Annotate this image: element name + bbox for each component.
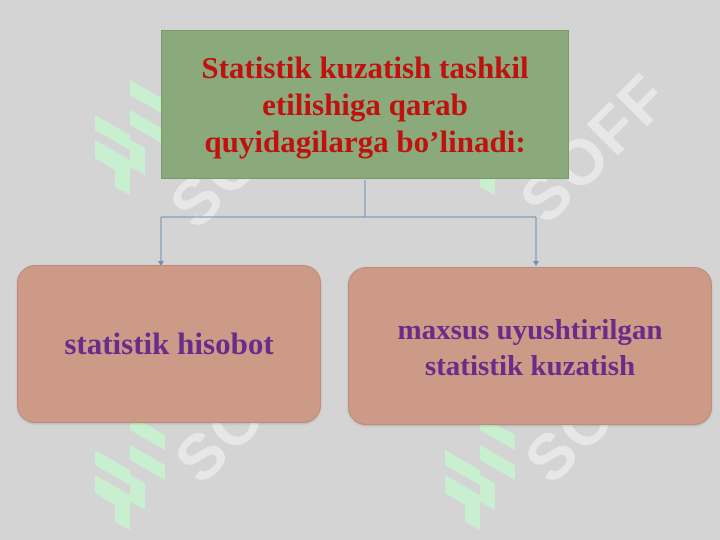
arrowhead-right <box>533 261 539 266</box>
child-node-maxsus-kuzatish: maxsus uyushtirilgan statistik kuzatish <box>348 267 712 425</box>
arrowhead-left <box>158 261 164 266</box>
root-node-label: Statistik kuzatish tashkil etilishiga qa… <box>201 49 529 160</box>
child-node-label: maxsus uyushtirilgan statistik kuzatish <box>397 314 663 383</box>
child-node-label: statistik hisobot <box>64 325 274 361</box>
root-node: Statistik kuzatish tashkil etilishiga qa… <box>161 30 569 179</box>
child-node-statistik-hisobot: statistik hisobot <box>17 265 321 423</box>
